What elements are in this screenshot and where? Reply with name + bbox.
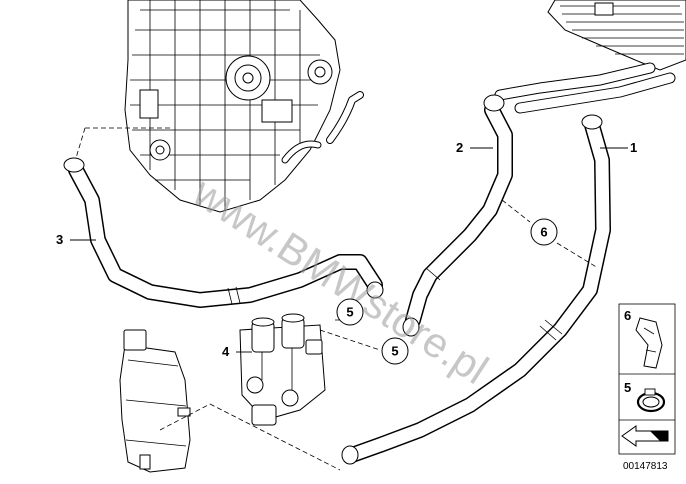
engine-block bbox=[124, 0, 364, 213]
circle-number-5-upper: 5 bbox=[346, 305, 353, 320]
direction-arrow-icon bbox=[621, 425, 669, 447]
callout-circle-5-lower: 5 bbox=[381, 337, 409, 365]
circle-number-6: 6 bbox=[540, 225, 547, 240]
callout-4: 4 bbox=[222, 344, 230, 359]
expansion-tank bbox=[119, 329, 191, 473]
circle-number-5-lower: 5 bbox=[391, 344, 398, 359]
part-number-1: 1 bbox=[630, 140, 637, 155]
heat-exchanger bbox=[494, 0, 686, 114]
part-number-3: 3 bbox=[56, 232, 63, 247]
legend-number-6: 6 bbox=[624, 308, 631, 323]
water-valve bbox=[239, 313, 326, 426]
leader-lines bbox=[70, 127, 628, 471]
part-number-4: 4 bbox=[222, 344, 230, 359]
hose-clamp-icon bbox=[636, 388, 666, 413]
callout-circle-6: 6 bbox=[530, 218, 558, 246]
legend-number-5: 5 bbox=[624, 380, 631, 395]
callout-circle-5-upper: 5 bbox=[336, 298, 364, 326]
callout-3: 3 bbox=[56, 232, 63, 247]
callout-1: 1 bbox=[630, 140, 637, 155]
document-id: 00147813 bbox=[623, 461, 668, 472]
hose-1 bbox=[341, 114, 611, 465]
legend-item-6: 6 bbox=[624, 308, 663, 369]
legend-panel: 6 5 bbox=[618, 303, 676, 455]
legend-item-5: 5 bbox=[624, 380, 666, 413]
hose-3 bbox=[63, 157, 384, 308]
watermark-text: www.BMWstore.pl bbox=[184, 168, 496, 394]
clip-holder-icon bbox=[635, 317, 663, 369]
callout-2: 2 bbox=[456, 140, 463, 155]
part-number-2: 2 bbox=[456, 140, 463, 155]
hose-2 bbox=[402, 94, 513, 337]
